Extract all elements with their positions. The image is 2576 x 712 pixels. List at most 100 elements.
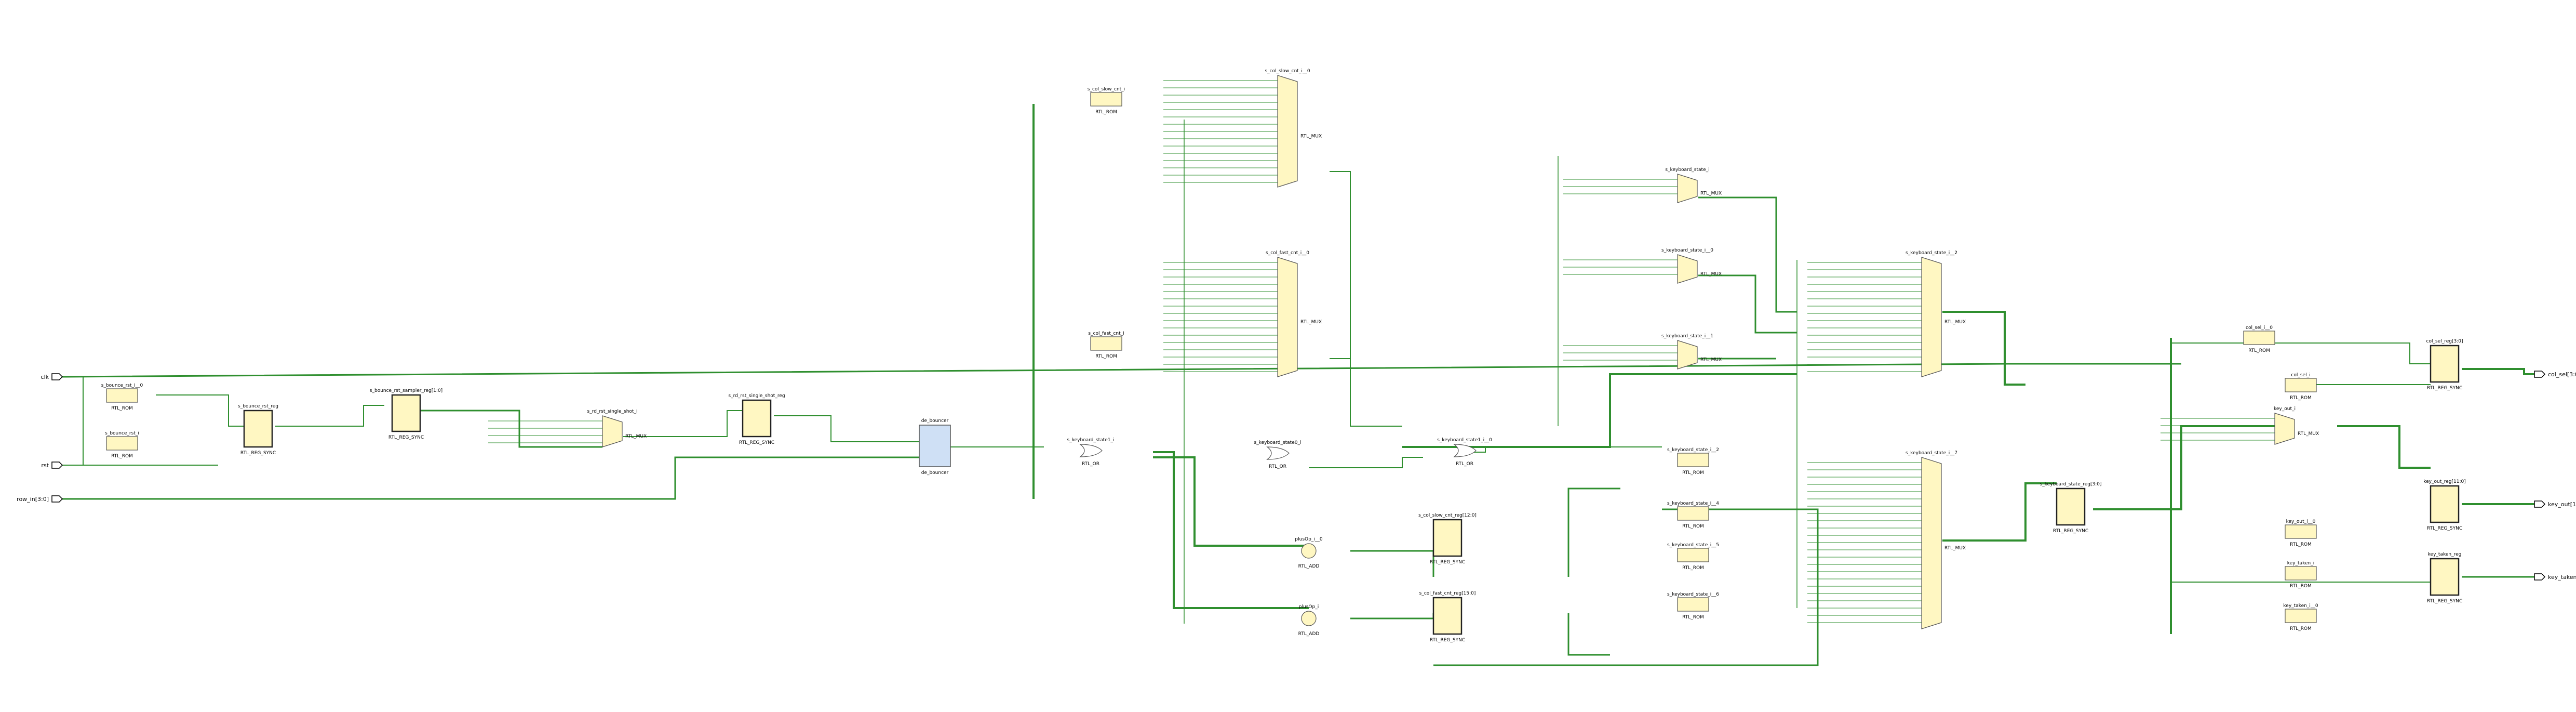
register-name: s_col_fast_cnt_reg[15:0] [1419, 591, 1476, 596]
mux-name: s_col_slow_cnt_i__0 [1265, 69, 1310, 74]
register-block [2430, 558, 2460, 596]
or-name: s_keyboard_state0_i [1254, 440, 1302, 445]
rom-block [1090, 92, 1122, 107]
mux-name: s_rd_rst_single_shot_i [587, 409, 638, 414]
or-name: s_keyboard_state1_i [1067, 438, 1115, 443]
register-type: RTL_REG_SYNC [1430, 560, 1465, 565]
labels: clkrstrow_in[3:0]col_sel[3:0]key_out[11:… [17, 69, 2576, 643]
mux-type: RTL_MUX [2298, 431, 2319, 437]
output-port [2534, 500, 2546, 508]
or-gate [1453, 444, 1477, 457]
rom-block [106, 436, 138, 451]
rom-name: s_keyboard_state_i__4 [1667, 501, 1719, 506]
rom-type: RTL_ROM [2290, 542, 2312, 547]
rom-name: s_col_fast_cnt_i [1088, 331, 1124, 336]
register-name: s_keyboard_state_reg[3:0] [2040, 482, 2102, 487]
debouncer-name: de_bouncer [921, 418, 949, 424]
mux-name: s_keyboard_state_i__0 [1661, 248, 1713, 253]
wire [1567, 613, 1610, 656]
mux-name: key_out_i [2274, 406, 2296, 412]
rom-type: RTL_ROM [2290, 626, 2312, 631]
rom-block [1677, 506, 1709, 521]
input-port [51, 373, 63, 380]
register-block [2056, 487, 2086, 526]
register-name: s_bounce_rst_sampler_reg[1:0] [370, 388, 442, 393]
register-type: RTL_REG_SYNC [240, 451, 276, 456]
input-port-label: clk [41, 374, 49, 380]
register-block [243, 410, 273, 448]
rom-type: RTL_ROM [111, 406, 133, 411]
wires [62, 80, 2534, 666]
mux-block [1921, 257, 1942, 377]
wire [2462, 368, 2534, 375]
register-block [391, 394, 421, 432]
mux-type: RTL_MUX [1944, 546, 1966, 551]
wire [2337, 425, 2431, 469]
adder-type: RTL_ADD [1298, 631, 1320, 637]
mux-name: s_keyboard_state_i__1 [1661, 334, 1713, 339]
debouncer-block [919, 425, 951, 467]
adder-block [1301, 611, 1317, 626]
wire [1402, 373, 1797, 448]
mux-type: RTL_MUX [1300, 320, 1322, 325]
wire [1567, 487, 1620, 577]
rom-type: RTL_ROM [1682, 470, 1704, 476]
input-port-label: row_in[3:0] [17, 496, 49, 503]
register-block [742, 399, 772, 438]
register-name: col_sel_reg[3:0] [2426, 339, 2463, 344]
input-port [51, 495, 63, 503]
rom-name: key_taken_i__0 [2283, 603, 2318, 609]
debouncer-type: de_bouncer [921, 470, 949, 476]
rom-block [2285, 566, 2317, 581]
mux-block [2274, 413, 2295, 445]
mux-block [1277, 75, 1298, 188]
wire [1309, 457, 1423, 468]
rom-name: s_col_slow_cnt_i [1088, 87, 1125, 92]
mux-block [1277, 257, 1298, 377]
adder-type: RTL_ADD [1298, 564, 1320, 569]
register-type: RTL_REG_SYNC [2427, 526, 2462, 531]
rom-block [2285, 524, 2317, 539]
wire [1153, 451, 1309, 609]
mux-name: s_col_fast_cnt_i__0 [1266, 250, 1309, 256]
register-name: s_bounce_rst_reg [238, 404, 278, 409]
mux-block [1677, 254, 1698, 284]
wire [62, 363, 2181, 378]
rom-name: s_keyboard_state_i__6 [1667, 592, 1719, 597]
register-name: s_col_slow_cnt_reg[12:0] [1418, 513, 1477, 518]
wire [1698, 274, 1797, 334]
or-gate [1266, 446, 1290, 460]
rom-block [106, 388, 138, 403]
rom-type: RTL_ROM [1682, 565, 1704, 571]
wire [275, 405, 384, 427]
mux-type: RTL_MUX [1300, 134, 1322, 139]
rom-type: RTL_ROM [1095, 354, 1117, 359]
wire [1350, 550, 1434, 577]
wire [1153, 456, 1309, 547]
or-name: s_keyboard_state1_i__0 [1437, 438, 1492, 443]
mux-block [1677, 174, 1698, 203]
adder-name: plusOp_i [1299, 604, 1319, 610]
mux-type: RTL_MUX [1700, 358, 1722, 363]
or-gate [1079, 444, 1103, 457]
rom-block [2285, 378, 2317, 392]
mux-block [1921, 457, 1942, 629]
rom-block [1677, 597, 1709, 612]
register-type: RTL_REG_SYNC [739, 440, 774, 445]
rom-type: RTL_ROM [1095, 110, 1117, 115]
or-type: RTL_OR [1456, 462, 1473, 467]
rom-block [2285, 609, 2317, 623]
wire [1350, 613, 1434, 619]
mux-name: s_keyboard_state_i [1665, 167, 1709, 173]
rom-name: s_keyboard_state_i__5 [1667, 543, 1719, 548]
register-type: RTL_REG_SYNC [2427, 386, 2462, 391]
rom-block [1677, 548, 1709, 562]
wire [774, 415, 919, 442]
wire [156, 394, 249, 427]
adder-name: plusOp_i__0 [1295, 537, 1322, 542]
mux-name: s_keyboard_state_i__2 [1906, 250, 1957, 256]
wire [623, 410, 743, 437]
or-type: RTL_OR [1082, 462, 1099, 467]
mux-name: s_keyboard_state_i__7 [1906, 451, 1957, 456]
